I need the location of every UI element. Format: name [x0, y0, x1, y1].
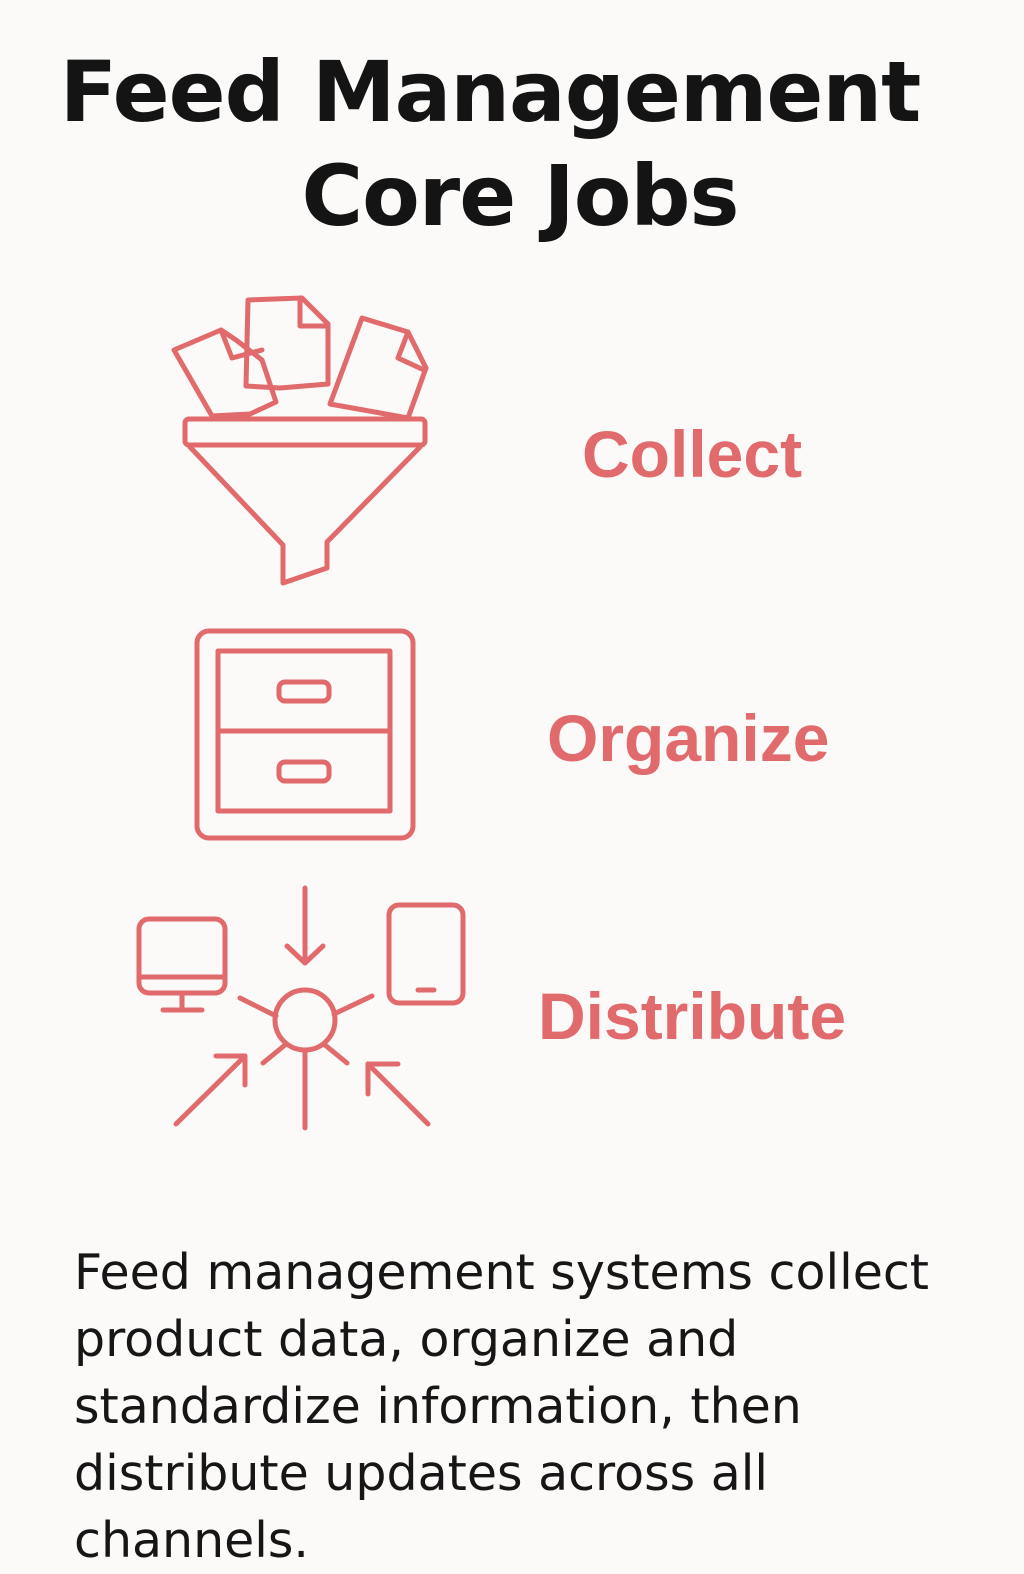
- title-line-2: Core Jobs: [301, 147, 739, 245]
- title-line-1: Feed Management: [59, 43, 922, 141]
- distribute-label: Distribute: [538, 979, 847, 1053]
- funnel-with-documents-icon: [170, 290, 435, 590]
- organize-label: Organize: [547, 701, 830, 775]
- hub-distribution-icon: [130, 885, 470, 1135]
- page-title: Feed Management Core Jobs: [0, 40, 980, 248]
- description-text: Feed management systems collect product …: [74, 1244, 929, 1569]
- collect-label: Collect: [582, 417, 803, 491]
- filing-cabinet-icon: [194, 628, 416, 841]
